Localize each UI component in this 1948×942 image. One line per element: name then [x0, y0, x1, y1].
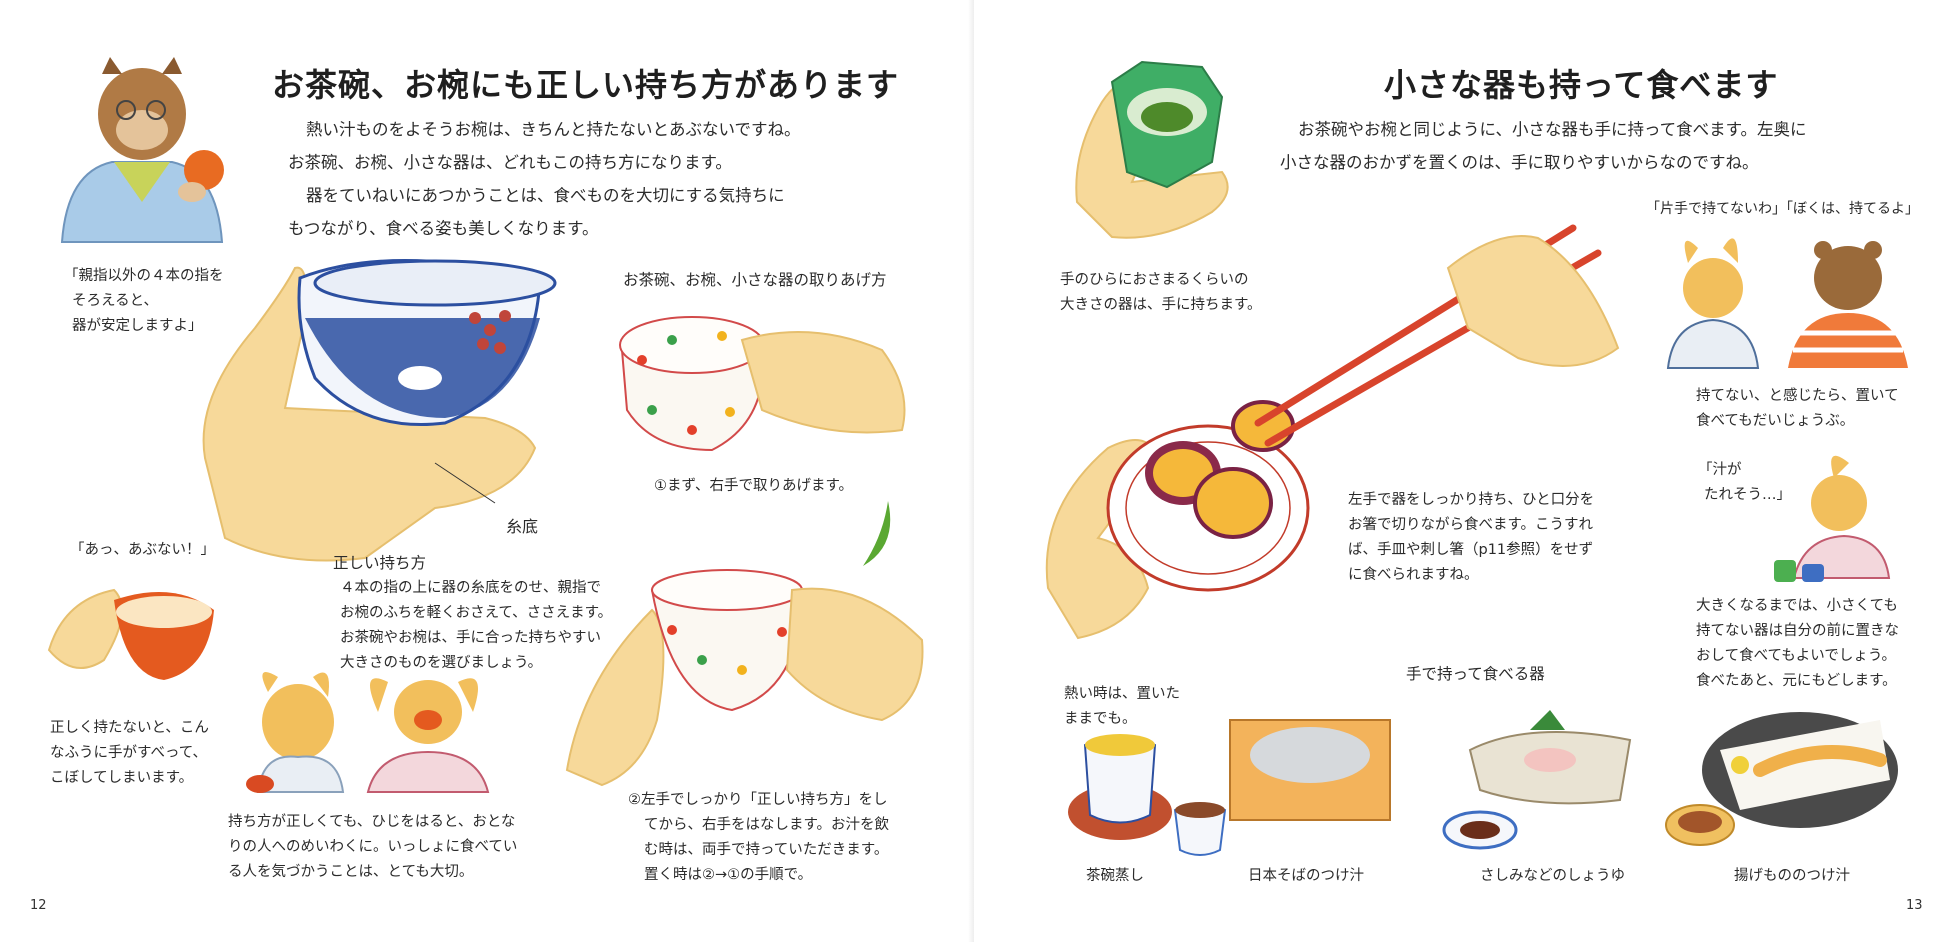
left-page-title: お茶碗、お椀にも正しい持ち方があります	[272, 66, 900, 104]
dish-label-soba-sauce: 日本そばのつけ汁	[1248, 868, 1364, 884]
page-number-right: 13	[1906, 898, 1923, 913]
hot-note-line: 熱い時は、置いた	[1064, 686, 1180, 702]
rabbit-and-bear-illustration	[1666, 238, 1908, 369]
speech-thumb: 「親指以外の４本の指を そろえると、 器が安定しますよ」	[64, 264, 224, 339]
palm-line: 手のひらにおさまるくらいの	[1060, 272, 1249, 288]
growing-line: 大きくなるまでは、小さくても	[1696, 598, 1898, 614]
left-hand-line: に食べられますね。	[1348, 567, 1479, 583]
hand-holding-bowl-illustration	[202, 259, 557, 562]
step1-caption: ①まず、右手で取りあげます。	[654, 478, 854, 494]
step2-line: ②左手でしっかり「正しい持ち方」をし	[628, 792, 888, 808]
raccoon-teacher-illustration	[60, 57, 224, 243]
dishes-heading: 手で持って食べる器	[1406, 665, 1545, 683]
dripping-rabbit-illustration	[1774, 455, 1891, 582]
dishes-row-illustration	[1068, 710, 1898, 856]
left-hand-line: お箸で切りながら食べます。こうすれ	[1348, 517, 1594, 533]
intro-line: 小さな器のおかずを置くのは、手に取りやすいからなのですね。	[1280, 153, 1759, 172]
slip-caption: 正しく持たないと、こん なふうに手がすべって、 こぼしてしまいます。	[50, 716, 209, 791]
elbow-caption: 持ち方が正しくても、ひじをはると、おとな りの人へのめいわくに。いっしょに食べて…	[228, 810, 517, 885]
correct-line: 大きさのものを選びましょう。	[340, 655, 543, 671]
drip-line: たれそう…」	[1704, 487, 1791, 503]
right-intro: お茶碗やお椀と同じように、小さな器も手に持って食べます。左奥に 小さな器のおかず…	[1280, 113, 1807, 179]
dish-label-shoyu: さしみなどのしょうゆ	[1480, 868, 1625, 884]
growing-line: おして食べてもよいでしょう。	[1696, 648, 1896, 664]
step2-line: む時は、両手で持っていただきます。	[644, 842, 889, 858]
rabbits-elbow-illustration	[246, 672, 490, 793]
left-hand-line: 左手で器をしっかり持ち、ひと口分を	[1348, 492, 1595, 508]
left-intro: 熱い汁ものをよそうお椀は、きちんと持たないとあぶないですね。 お茶碗、お椀、小さ…	[288, 113, 801, 245]
right-page-title: 小さな器も持って食べます	[1384, 66, 1779, 104]
itozoko-label: 糸底	[506, 517, 539, 536]
chopsticks-plate-illustration	[1045, 224, 1620, 640]
correct-description: ４本の指の上に器の糸底をのせ、親指で お椀のふちを軽くおさえて、ささえます。 お…	[340, 576, 612, 676]
correct-line: お椀のふちを軽くおさえて、ささえます。	[340, 605, 613, 621]
growing-line: 食べたあと、元にもどします。	[1696, 673, 1897, 689]
speech-line: 「親指以外の４本の指を	[64, 268, 224, 284]
elbow-line: る人を気づかうことは、とても大切。	[228, 864, 474, 880]
dish-label-tempura-sauce: 揚げもののつけ汁	[1734, 868, 1850, 884]
spilling-bowl-illustration	[47, 588, 214, 680]
pickup-heading: お茶碗、お椀、小さな器の取りあげ方	[623, 271, 887, 289]
hot-note-line: ままでも。	[1064, 711, 1137, 727]
danger-speech: 「あっ、あぶない！」	[70, 542, 215, 558]
step2-line: 置く時は②→①の手順で。	[644, 867, 813, 883]
slip-line: 正しく持たないと、こん	[50, 720, 209, 736]
heavy-line: 持てない、と感じたら、置いて	[1696, 388, 1899, 404]
speech-rabbit-bear: 「片手で持てないわ」「ぼくは、持てるよ」	[1646, 201, 1919, 217]
intro-line: 器をていねいにあつかうことは、食べものを大切にする気持ちに	[306, 186, 785, 205]
hot-note: 熱い時は、置いた ままでも。	[1064, 682, 1180, 732]
speech-line: そろえると、	[72, 293, 158, 309]
left-hand-caption: 左手で器をしっかり持ち、ひと口分を お箸で切りながら食べます。こうすれ ば、手皿…	[1348, 488, 1594, 588]
intro-line: お茶碗、お椀、小さな器は、どれもこの持ち方になります。	[288, 153, 732, 172]
left-page: お茶碗、お椀にも正しい持ち方があります 熱い汁ものをよそうお椀は、きちんと持たな…	[30, 57, 924, 913]
speech-line: 器が安定しますよ」	[72, 318, 203, 334]
step2-caption: ②左手でしっかり「正しい持ち方」をし てから、右手をはなします。お汁を飲 む時は…	[628, 788, 889, 888]
elbow-line: りの人へのめいわくに。いっしょに食べてい	[228, 839, 518, 855]
growing-caption: 大きくなるまでは、小さくても 持てない器は自分の前に置きな おして食べてもよいで…	[1696, 594, 1899, 694]
drip-speech: 「汁が たれそう…」	[1698, 458, 1791, 508]
correct-heading: 正しい持ち方	[333, 554, 427, 572]
drip-line: 「汁が	[1698, 462, 1742, 478]
leaf-decoration-icon	[863, 501, 891, 566]
slip-line: なふうに手がすべって、	[50, 745, 208, 761]
left-hand-line: ば、手皿や刺し箸（p11参照）をせず	[1348, 542, 1594, 558]
slip-line: こぼしてしまいます。	[50, 770, 194, 786]
intro-line: お茶碗やお椀と同じように、小さな器も手に持って食べます。左奥に	[1298, 120, 1807, 139]
right-page: 小さな器も持って食べます お茶碗やお椀と同じように、小さな器も手に持って食べます…	[974, 0, 1948, 942]
correct-line: お茶碗やお椀は、手に合った持ちやすい	[340, 630, 601, 646]
palm-green-cup-illustration	[1075, 60, 1229, 239]
dish-label-chawanmushi: 茶碗蒸し	[1086, 868, 1144, 884]
palm-line: 大きさの器は、手に持ちます。	[1060, 297, 1262, 313]
elbow-line: 持ち方が正しくても、ひじをはると、おとな	[228, 814, 516, 830]
palm-caption: 手のひらにおさまるくらいの 大きさの器は、手に持ちます。	[1060, 268, 1262, 318]
intro-line: 熱い汁ものをよそうお椀は、きちんと持たないとあぶないですね。	[306, 120, 801, 139]
intro-line: もつながり、食べる姿も美しくなります。	[288, 219, 599, 238]
small-cup-step1-illustration	[619, 316, 906, 452]
heavy-caption: 持てない、と感じたら、置いて 食べてもだいじょうぶ。	[1696, 384, 1899, 434]
step2-line: てから、右手をはなします。お汁を飲	[644, 817, 890, 833]
page-number-left: 12	[30, 898, 47, 913]
correct-line: ４本の指の上に器の糸底をのせ、親指で	[340, 580, 601, 596]
two-hands-cup-step2-illustration	[565, 569, 924, 787]
heavy-line: 食べてもだいじょうぶ。	[1696, 413, 1855, 429]
growing-line: 持てない器は自分の前に置きな	[1696, 623, 1899, 639]
